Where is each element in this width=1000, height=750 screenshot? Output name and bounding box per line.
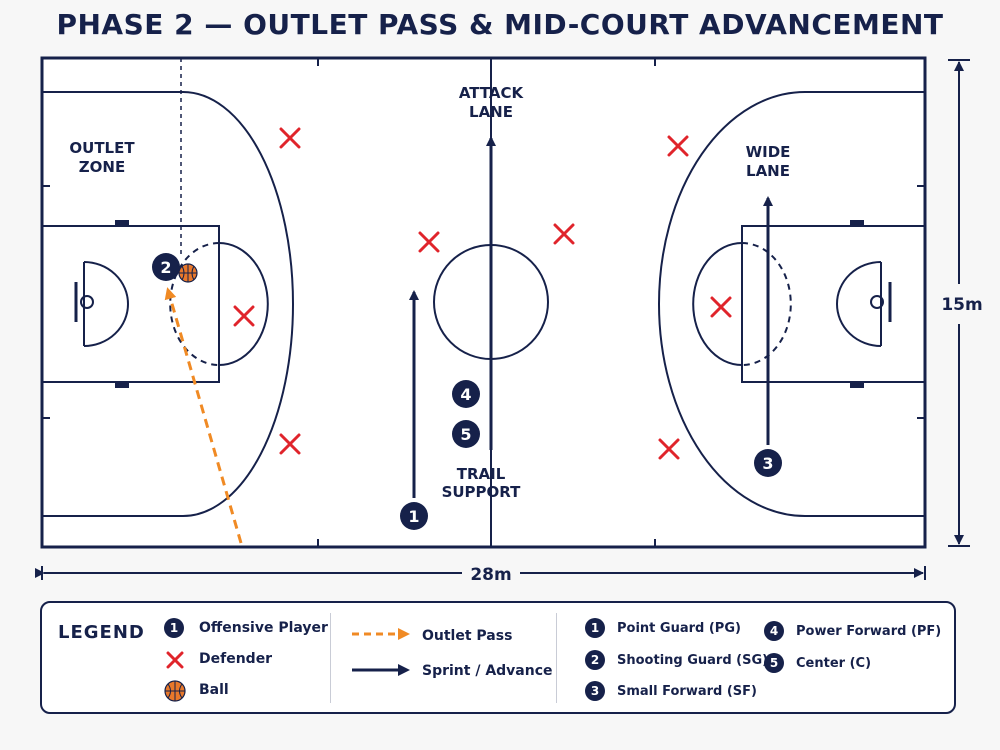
outlet-pass-legend-icon bbox=[352, 628, 410, 640]
svg-text:SUPPORT: SUPPORT bbox=[442, 483, 522, 501]
sprint-advance-legend-icon bbox=[352, 664, 410, 676]
outlet-zone-label: OUTLET bbox=[69, 139, 135, 157]
defender-icon bbox=[279, 433, 301, 455]
legend-role-center: Center (C) bbox=[796, 656, 872, 671]
svg-text:LANE: LANE bbox=[746, 162, 790, 180]
defender-icon bbox=[553, 223, 575, 245]
right-free-throw-circle bbox=[692, 242, 743, 366]
role-1-badge: 1 bbox=[585, 618, 605, 638]
offensive-player-3: 3 bbox=[754, 449, 782, 477]
ball-legend-icon bbox=[164, 680, 186, 702]
width-dimension-label: 28m bbox=[470, 565, 511, 585]
legend-offensive-player: Offensive Player bbox=[199, 620, 328, 636]
legend-title: LEGEND bbox=[58, 622, 145, 643]
legend-sprint-advance: Sprint / Advance bbox=[422, 663, 553, 679]
defender-icon bbox=[279, 127, 301, 149]
page-title: PHASE 2 — OUTLET PASS & MID-COURT ADVANC… bbox=[56, 8, 944, 41]
left-three-point-line bbox=[42, 91, 294, 517]
role-5-badge: 5 bbox=[764, 653, 784, 673]
legend-role-small-forward: Small Forward (SF) bbox=[617, 684, 757, 699]
svg-text:5: 5 bbox=[460, 425, 471, 444]
legend-role-point-guard: Point Guard (PG) bbox=[617, 621, 741, 636]
offensive-player-4: 4 bbox=[452, 380, 480, 408]
defender-icon bbox=[418, 231, 440, 253]
svg-text:LANE: LANE bbox=[469, 103, 513, 121]
defender-icon bbox=[667, 135, 689, 157]
offensive-player-1: 1 bbox=[400, 502, 428, 530]
svg-text:4: 4 bbox=[460, 385, 471, 404]
svg-text:ZONE: ZONE bbox=[79, 158, 125, 176]
trail-support-label: TRAIL bbox=[457, 465, 506, 483]
defender-icon bbox=[233, 305, 255, 327]
defender-icon bbox=[658, 438, 680, 460]
defender-icon bbox=[710, 296, 732, 318]
role-4-badge: 4 bbox=[764, 621, 784, 641]
svg-text:3: 3 bbox=[762, 454, 773, 473]
offensive-player-icon: 1 bbox=[164, 618, 184, 638]
attack-lane-label: ATTACK bbox=[459, 84, 525, 102]
wide-lane-label: WIDE bbox=[746, 143, 791, 161]
offensive-player-2: 2 bbox=[152, 253, 180, 281]
svg-text:1: 1 bbox=[408, 507, 419, 526]
legend-role-power-forward: Power Forward (PF) bbox=[796, 624, 942, 639]
defender-icon bbox=[166, 651, 184, 669]
left-basket bbox=[80, 295, 94, 309]
role-2-badge: 2 bbox=[585, 650, 605, 670]
legend-outlet-pass: Outlet Pass bbox=[422, 628, 513, 644]
legend-role-shooting-guard: Shooting Guard (SG) bbox=[617, 653, 769, 668]
svg-text:2: 2 bbox=[160, 258, 171, 277]
left-free-throw-circle bbox=[218, 242, 269, 366]
right-basket bbox=[870, 295, 884, 309]
height-dimension-label: 15m bbox=[941, 295, 982, 315]
right-three-point-line bbox=[658, 91, 925, 517]
right-key bbox=[741, 225, 926, 383]
left-key bbox=[41, 225, 220, 383]
offensive-player-5: 5 bbox=[452, 420, 480, 448]
legend-defender: Defender bbox=[199, 651, 273, 667]
ball-icon bbox=[178, 263, 198, 283]
role-3-badge: 3 bbox=[585, 681, 605, 701]
legend-ball: Ball bbox=[199, 682, 229, 698]
legend-panel: LEGEND 1 Offensive Player Defender Ball … bbox=[40, 601, 956, 714]
